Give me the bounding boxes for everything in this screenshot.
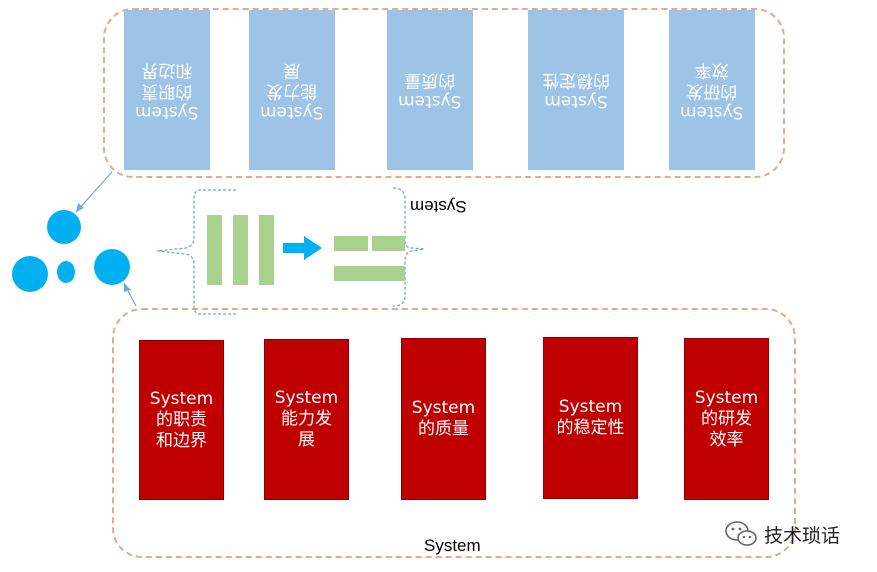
top-box-efficiency: System 的研发 效率 — [669, 10, 755, 170]
vertical-bar — [207, 215, 222, 285]
bubble — [12, 256, 48, 292]
bottom-box-label: System 能力发 展 — [274, 388, 339, 450]
right-bracket — [392, 187, 425, 307]
top-box-quality: System 的质量 — [387, 10, 473, 170]
top-box-stability: System 的稳定性 — [528, 10, 624, 170]
bottom-caption: System — [424, 536, 481, 555]
connector-line-top — [75, 171, 113, 213]
wechat-icon — [725, 521, 757, 546]
bottom-box-label: System 的研发 效率 — [694, 387, 759, 450]
left-bracket — [156, 189, 236, 315]
watermark: 技术琐话 — [724, 520, 840, 548]
bottom-box-capability: System 能力发 展 — [264, 339, 349, 500]
horizontal-bar — [334, 236, 368, 251]
bubble — [94, 249, 130, 285]
horizontal-bar — [372, 236, 405, 251]
horizontal-bar — [334, 266, 405, 281]
top-group-frame — [103, 8, 785, 178]
vertical-bar — [259, 215, 274, 285]
bottom-box-label: System 的稳定性 — [556, 397, 625, 438]
bottom-box-label: System 的职责 和边界 — [149, 388, 214, 451]
bottom-group-frame — [112, 308, 796, 558]
top-box-capability: System 能力发 展 — [249, 10, 335, 170]
vertical-bar — [233, 215, 248, 285]
bottom-box-efficiency: System 的研发 效率 — [684, 338, 769, 500]
connector-arrowhead-bottom — [124, 283, 131, 292]
bottom-box-quality: System 的质量 — [401, 338, 486, 500]
top-box-responsibility: System 的职责 和边界 — [124, 10, 210, 170]
bottom-box-label: System 的质量 — [411, 398, 476, 439]
bubble — [57, 261, 75, 283]
bubble — [47, 210, 81, 244]
bottom-box-responsibility: System 的职责 和边界 — [139, 340, 224, 500]
bottom-box-stability: System 的稳定性 — [543, 337, 638, 499]
transform-arrow-shaft — [283, 243, 307, 253]
connector-arrowhead-top — [76, 203, 84, 212]
transform-arrow-head — [304, 236, 322, 260]
watermark-text: 技术琐话 — [764, 524, 841, 547]
